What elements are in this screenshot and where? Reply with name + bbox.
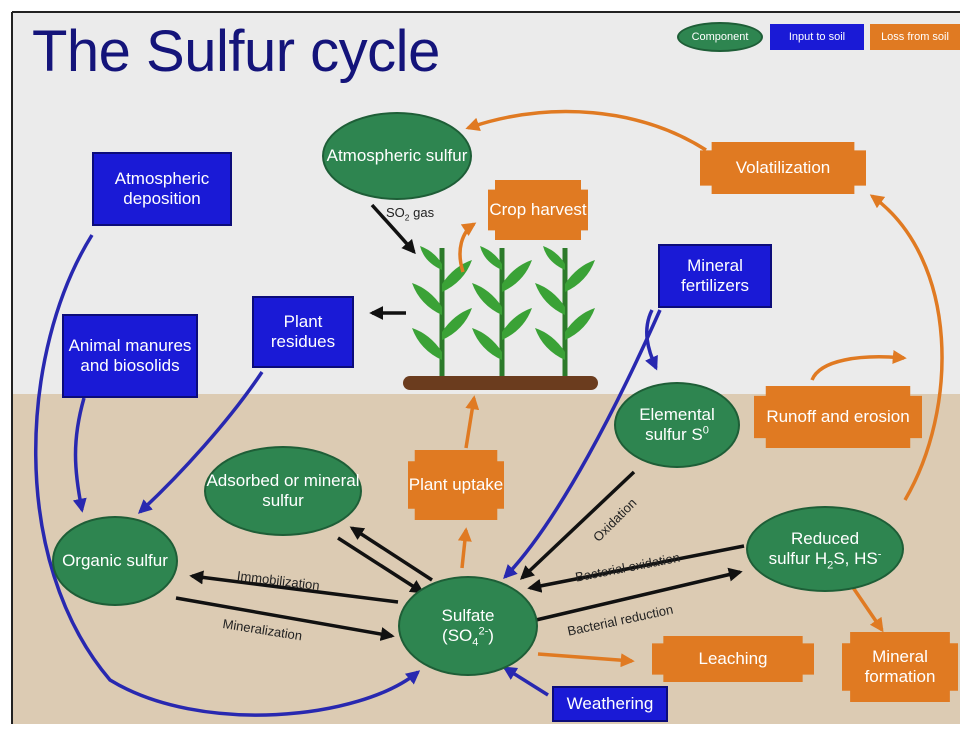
legend-component: Component [677, 22, 763, 52]
crop-harvest-loss: Crop harvest [488, 180, 588, 240]
organic-sulfur-node: Organic sulfur [52, 516, 178, 606]
arrow-fertilizers-to-sulfate [503, 309, 662, 580]
legend-input-to-soil: Input to soil [770, 24, 864, 50]
corn-plant-icon [412, 246, 472, 376]
arrow-bacterial-oxidation [527, 544, 745, 593]
elemental-sulfur-node: Elemental sulfur S0 [614, 382, 740, 468]
volatilization-loss: Volatilization [700, 142, 866, 194]
animal-manures-input: Animal manures and biosolids [62, 314, 198, 398]
arrow-manures-to-organic-sulfur [72, 397, 87, 513]
arrow-plants-to-crop-harvest [458, 222, 477, 273]
arrow-plant-uptake-to-plants [464, 395, 480, 449]
mineral-fertilizers-input: Mineral fertilizers [658, 244, 772, 308]
sulfate-node: Sulfate (SO42-) [398, 576, 538, 676]
arrow-runoff-erosion [810, 350, 907, 381]
sulfate-formula: (SO42-) [442, 625, 494, 649]
legend-loss-from-soil: Loss from soil [870, 24, 960, 50]
atmospheric-deposition-input: Atmospheric deposition [92, 152, 232, 226]
plant-residues-input: Plant residues [252, 296, 354, 368]
arrow-reduced-to-mineral-formation [850, 585, 884, 633]
arrow-sulfate-to-adsorbed [349, 526, 433, 582]
arrow-reduced-to-volatilization [869, 194, 944, 501]
arrow-immobilization [189, 570, 399, 604]
atmospheric-sulfur-node: Atmospheric sulfur [322, 112, 472, 200]
leaching-loss: Leaching [652, 636, 814, 682]
plant-uptake-loss: Plant uptake [408, 450, 504, 520]
arrow-weathering-to-sulfate [502, 666, 549, 697]
diagram-title: The Sulfur cycle [32, 19, 440, 84]
adsorbed-sulfur-node: Adsorbed or mineral sulfur [204, 446, 362, 536]
mineral-formation-loss: Mineral formation [842, 632, 958, 702]
crop-plants-icon [403, 246, 598, 390]
arrow-so2-gas [370, 203, 416, 255]
arrow-sulfate-to-leaching [537, 652, 635, 668]
corn-plant-icon [472, 246, 532, 376]
arrow-sulfate-to-plant-uptake [457, 527, 472, 569]
reduced-sulfur-node: Reduced sulfur H2S, HS- [746, 506, 904, 592]
sulfate-name: Sulfate [441, 605, 495, 625]
arrow-mineralization [175, 596, 395, 641]
arrow-volatilization-to-atmosphere [465, 109, 707, 152]
so2-gas-label: SO2 gas [386, 205, 435, 223]
arrow-adsorbed-to-sulfate [337, 536, 425, 594]
arrow-bacterial-reduction [535, 567, 743, 622]
arrow-plant-residues-to-organic-sulfur [137, 371, 264, 514]
arrow-atmospheric-deposition-to-sulfate [34, 234, 421, 717]
runoff-erosion-loss: Runoff and erosion [754, 386, 922, 448]
corn-plant-icon [535, 246, 595, 376]
weathering-input: Weathering [552, 686, 668, 722]
arrow-oxidation [519, 470, 636, 580]
